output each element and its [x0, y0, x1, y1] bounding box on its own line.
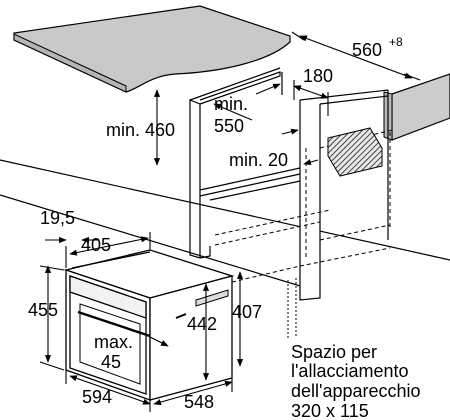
dimension-lines	[39, 31, 421, 412]
label-180: 180	[303, 66, 333, 86]
label-407: 407	[232, 302, 262, 322]
label-max-line1: max.	[94, 332, 133, 352]
label-min-460: min. 460	[106, 120, 175, 140]
label-548: 548	[184, 392, 214, 412]
label-442: 442	[187, 314, 217, 334]
dimension-labels: 560 +8 180 min. 460 min. 550 min. 20 19,…	[28, 35, 403, 412]
note-line-3: dell'apparecchio	[291, 381, 421, 401]
label-min-20: min. 20	[229, 150, 288, 170]
label-min-550-line2: 550	[214, 116, 244, 136]
label-max-line2: 45	[101, 352, 121, 372]
countertop-right	[383, 73, 450, 141]
label-594: 594	[82, 387, 112, 407]
cabinet-carcass	[0, 67, 450, 301]
note-line-4: 320 x 115	[291, 401, 369, 420]
note-line-1: Spazio per	[291, 342, 377, 362]
countertop-left	[13, 5, 291, 93]
connection-note: Spazio per l'allacciamento dell'apparecc…	[286, 338, 450, 420]
appliance-body	[63, 249, 235, 401]
label-19-5: 19,5	[40, 208, 75, 228]
label-min-550-line1: min.	[214, 94, 248, 114]
label-405: 405	[81, 235, 111, 255]
label-560: 560	[352, 40, 382, 60]
note-line-2: l'allacciamento	[291, 361, 409, 381]
label-560-tolerance: +8	[389, 35, 403, 49]
hatched-cutout	[327, 127, 383, 177]
label-455: 455	[28, 300, 58, 320]
